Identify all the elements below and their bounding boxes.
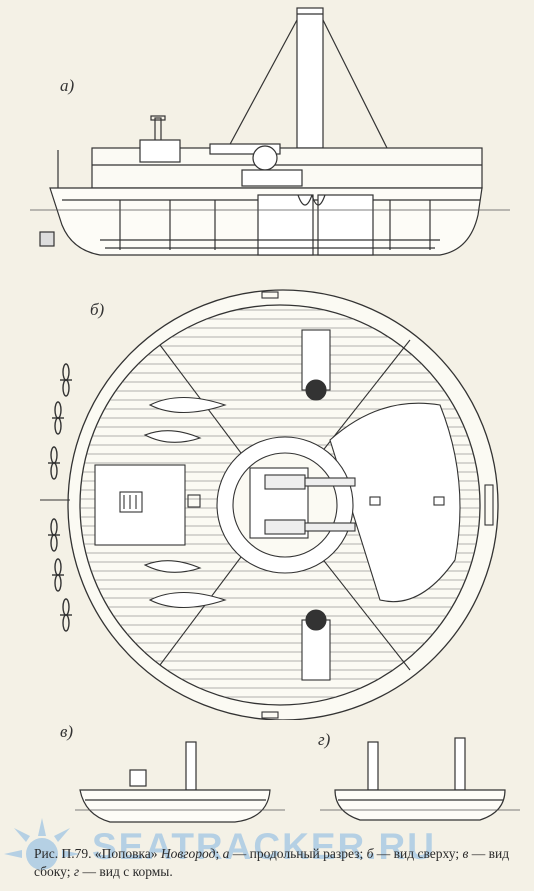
side-and-stern-views-drawing: [75, 737, 520, 823]
caption-part-b-text: — вид сверху;: [376, 846, 460, 861]
label-section-v: в): [60, 722, 74, 741]
caption-part-g-text: — вид с кормы.: [82, 864, 173, 879]
caption-prefix: Рис. П.79. «Поповка»: [34, 846, 158, 861]
caption-part-g-letter: г: [73, 864, 80, 879]
longitudinal-section-drawing: [30, 7, 510, 256]
label-section-a: а): [60, 76, 75, 95]
caption-sep: ;: [215, 846, 220, 861]
caption-part-b-letter: б: [366, 846, 374, 861]
label-section-g: г): [318, 730, 331, 749]
caption-ship-name: Новгород: [160, 846, 216, 861]
caption-part-v-letter: в: [462, 846, 469, 861]
caption-part-a-text: — продольный разрез;: [232, 846, 364, 861]
label-section-b: б): [90, 300, 105, 319]
caption-part-a-letter: а: [222, 846, 230, 861]
caption-part-v-text: — вид сбоку;: [34, 846, 510, 879]
plan-view-drawing: [40, 289, 499, 720]
figure-caption: Рис. П.79. «Поповка» Новгород; а — продо…: [34, 845, 526, 881]
